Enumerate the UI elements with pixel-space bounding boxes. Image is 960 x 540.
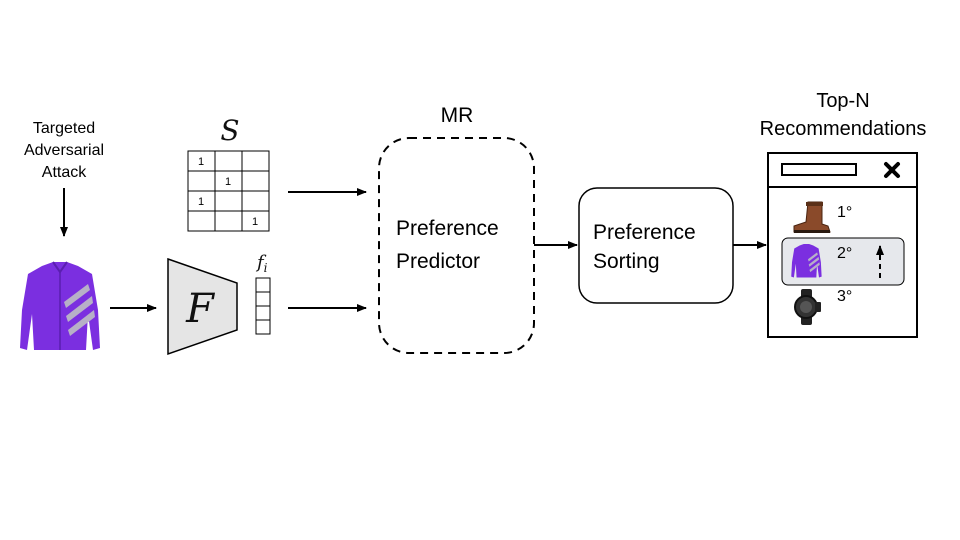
matrix-cell-value: 1 — [198, 156, 204, 168]
interaction-matrix: 1 1 1 1 — [187, 150, 270, 232]
feature-vector-symbol: fi — [255, 252, 268, 275]
mr-title: MR — [441, 104, 474, 127]
sorting-line-1: Preference — [593, 221, 696, 244]
matrix-cell — [241, 170, 270, 192]
mr-line-2: Predictor — [396, 250, 480, 273]
matrix-cell — [214, 150, 243, 172]
jacket-icon — [791, 244, 822, 278]
rank-label: 3° — [837, 288, 852, 305]
matrix-cell — [214, 190, 243, 212]
boot-icon — [793, 201, 831, 233]
sorting-box — [578, 187, 734, 304]
feature-vector: fi — [255, 252, 271, 335]
matrix-symbol: S — [220, 114, 239, 147]
feature-cell — [255, 277, 271, 293]
input-jacket-image — [20, 261, 100, 350]
feature-cell — [255, 305, 271, 321]
topn-window-address-bar — [781, 163, 857, 176]
feature-cell — [255, 291, 271, 307]
topn-window: 1° 2° 3° — [767, 152, 918, 338]
matrix-cell — [214, 210, 243, 232]
attack-label: Targeted Adversarial Attack — [24, 120, 104, 181]
recommendation-item-2[interactable]: 2° — [781, 237, 905, 286]
feature-cell — [255, 319, 271, 335]
topn-title-line-2: Recommendations — [760, 118, 927, 140]
rank-label: 1° — [837, 204, 852, 221]
topn-title-line-1: Top-N — [816, 90, 869, 112]
matrix-cell — [241, 210, 270, 232]
matrix-cell — [241, 150, 270, 172]
mr-box — [378, 137, 535, 354]
matrix-cell — [241, 190, 270, 212]
watch-icon — [794, 289, 821, 325]
recommendation-item-3[interactable]: 3° — [794, 288, 852, 325]
feature-extractor — [167, 257, 238, 356]
sorting-line-2: Sorting — [593, 250, 660, 273]
attack-label-line-3: Attack — [42, 164, 87, 181]
mr-line-1: Preference — [396, 217, 499, 240]
recommendation-item-1[interactable]: 1° — [793, 201, 852, 233]
matrix-cell-value: 1 — [225, 176, 231, 188]
matrix-cell — [187, 210, 216, 232]
close-x-icon[interactable] — [884, 162, 900, 178]
rank-label: 2° — [837, 245, 852, 262]
matrix-cell — [187, 170, 216, 192]
matrix-cell-value: 1 — [252, 216, 258, 228]
attack-label-line-1: Targeted — [33, 120, 95, 137]
attack-label-line-2: Adversarial — [24, 142, 104, 159]
matrix-cell-value: 1 — [198, 196, 204, 208]
extractor-symbol: F — [185, 286, 215, 332]
